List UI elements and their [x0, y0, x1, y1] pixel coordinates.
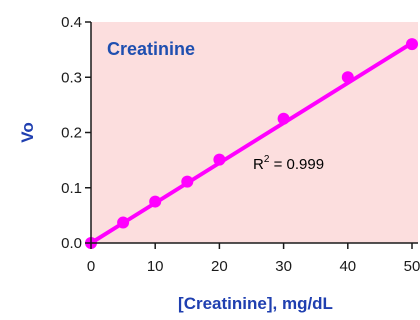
- r-squared-value: = 0.999: [269, 156, 324, 173]
- y-tick-label: 0.0: [61, 235, 82, 252]
- x-tick-label: 10: [147, 258, 164, 275]
- r-squared-exponent: 2: [264, 154, 270, 165]
- y-tick-label: 0.4: [61, 14, 82, 31]
- axes: 0.0 0.1 0.2 0.3 0.4 0 10 20 30 40 50: [61, 14, 420, 275]
- plot-area: [91, 22, 418, 243]
- x-tick-label: 30: [275, 258, 292, 275]
- data-point: [406, 38, 418, 51]
- data-point: [213, 153, 226, 166]
- data-point: [117, 216, 130, 229]
- x-axis-title: [Creatinine], mg/dL: [178, 294, 333, 313]
- fit-line: [89, 40, 414, 245]
- data-point: [149, 195, 162, 208]
- x-tick-label: 20: [211, 258, 228, 275]
- x-tick-label: 50: [404, 258, 420, 275]
- data-points: [85, 38, 418, 249]
- y-tick-label: 0.3: [61, 69, 82, 86]
- y-axis-title: Vo: [18, 122, 37, 142]
- r-squared-annotation: R2 = 0.999: [253, 154, 324, 173]
- data-point: [341, 71, 354, 84]
- chart-title: Creatinine: [107, 39, 195, 59]
- y-tick-label: 0.2: [61, 125, 82, 142]
- x-tick-label: 40: [339, 258, 356, 275]
- r-squared-base: R: [253, 156, 264, 173]
- x-tick-label: 0: [87, 258, 95, 275]
- y-tick-label: 0.1: [61, 180, 82, 197]
- data-point: [277, 112, 290, 125]
- data-point: [181, 175, 194, 188]
- fit-line-layer: [89, 40, 414, 245]
